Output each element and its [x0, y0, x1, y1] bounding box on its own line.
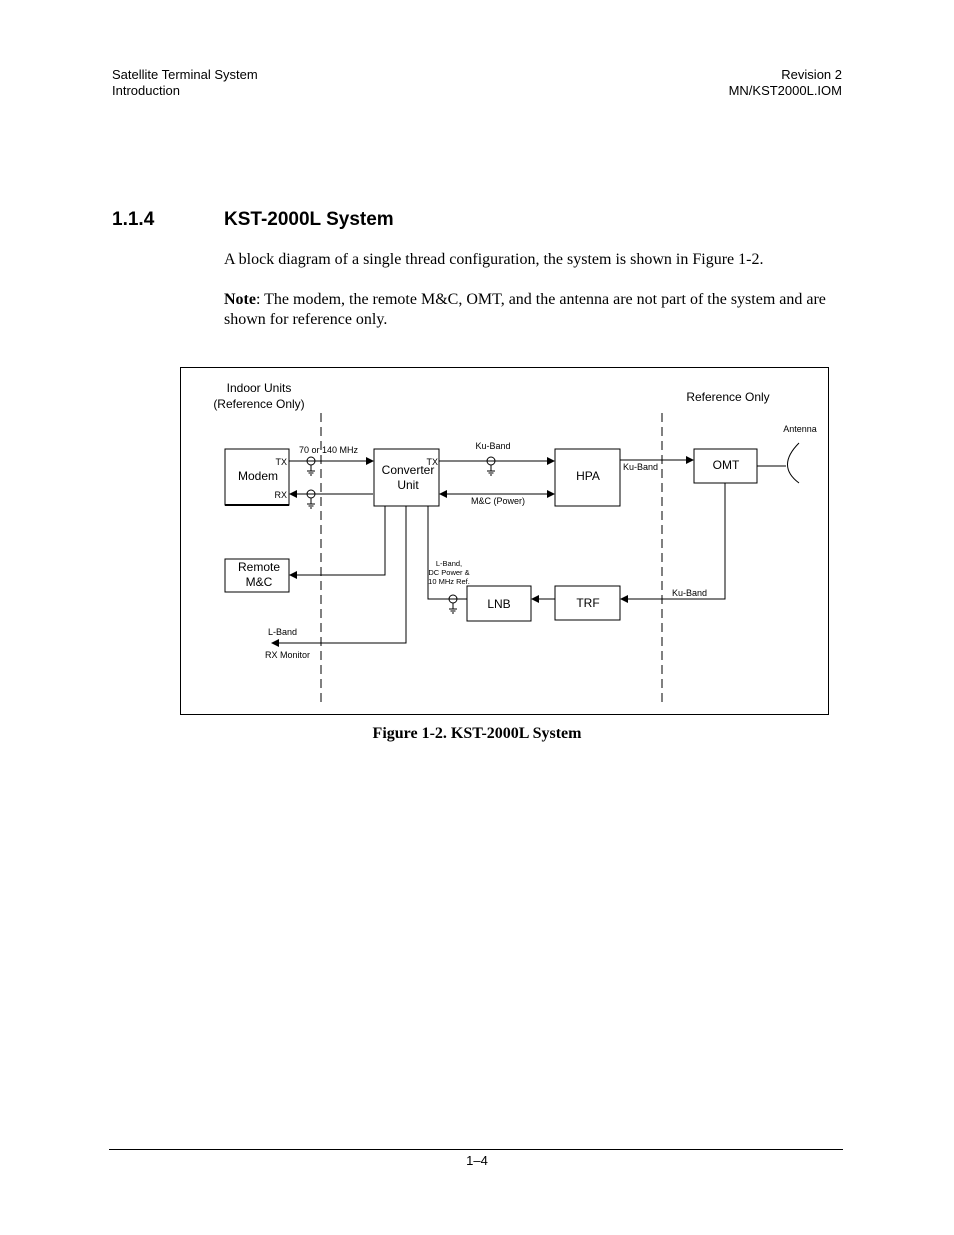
header-title: Satellite Terminal System [112, 67, 258, 82]
lband-monitor-label: L-Band [268, 627, 297, 637]
frequency-label: 70 or 140 MHz [299, 445, 359, 455]
reference-only-label: Reference Only [686, 390, 769, 404]
lband-dc-label-3: 10 MHz Ref. [428, 577, 470, 586]
lnb-label: LNB [487, 597, 510, 611]
ku-band-hpa-label: Ku-Band [623, 462, 658, 472]
modem-block [224, 448, 290, 506]
antenna-dish-icon [787, 442, 800, 484]
rx-monitor-label: RX Monitor [265, 650, 310, 660]
note-text: : The modem, the remote M&C, OMT, and th… [224, 291, 826, 328]
running-header-left: Satellite Terminal System Introduction [112, 67, 258, 99]
remote-label: Remote [238, 560, 280, 574]
body-paragraph: A block diagram of a single thread confi… [224, 251, 764, 268]
lnb-block [466, 585, 532, 622]
note-paragraph: Note: The modem, the remote M&C, OMT, an… [224, 290, 834, 330]
indoor-reference-label: (Reference Only) [213, 397, 304, 411]
block-diagram: Indoor Units (Reference Only) Reference … [180, 367, 829, 715]
mc-power-label: M&C (Power) [471, 496, 525, 506]
lband-dc-label: L-Band, [436, 559, 462, 568]
diagram-frame [180, 367, 829, 715]
footer-rule [109, 1149, 843, 1150]
trf-block [554, 585, 621, 621]
trf-label: TRF [576, 596, 599, 610]
antenna-label: Antenna [783, 424, 817, 434]
header-doc-id: MN/KST2000L.IOM [728, 83, 842, 98]
modem-tx-label: TX [275, 457, 287, 467]
omt-to-trf-line [620, 483, 726, 603]
remote-mc-label: M&C [246, 575, 273, 589]
omt-label: OMT [713, 458, 740, 472]
omt-block [693, 448, 758, 484]
ku-connector-icon [486, 456, 496, 476]
rx-connector-icon [306, 489, 316, 509]
modem-rx-label: RX [274, 490, 287, 500]
converter-to-monitor-line [271, 506, 407, 647]
note-label: Note [224, 291, 256, 308]
converter-to-remote-line [289, 506, 386, 579]
section-number: 1.1.4 [112, 209, 155, 230]
header-revision: Revision 2 [781, 67, 842, 82]
section-title: KST-2000L System [224, 209, 394, 230]
hpa-block [554, 448, 621, 507]
modem-label: Modem [238, 469, 278, 483]
lband-dc-label-2: DC Power & [428, 568, 469, 577]
converter-tx-label: TX [426, 457, 438, 467]
converter-to-lnb-line [427, 506, 467, 600]
page-number: 1–4 [466, 1153, 488, 1168]
running-header-right: Revision 2 MN/KST2000L.IOM [729, 67, 842, 99]
header-chapter: Introduction [112, 83, 180, 98]
ku-band-downlink-label: Ku-Band [672, 588, 707, 598]
lband-connector-icon [448, 594, 458, 614]
tx-connector-icon [306, 456, 316, 476]
converter-unit-block [373, 448, 440, 507]
ku-band-uplink-label: Ku-Band [475, 441, 510, 451]
converter-unit-label: Unit [397, 478, 419, 492]
indoor-units-label: Indoor Units [227, 381, 292, 395]
figure-caption: Figure 1-2. KST-2000L System [372, 725, 582, 742]
hpa-label: HPA [576, 469, 600, 483]
converter-label: Converter [382, 463, 435, 477]
